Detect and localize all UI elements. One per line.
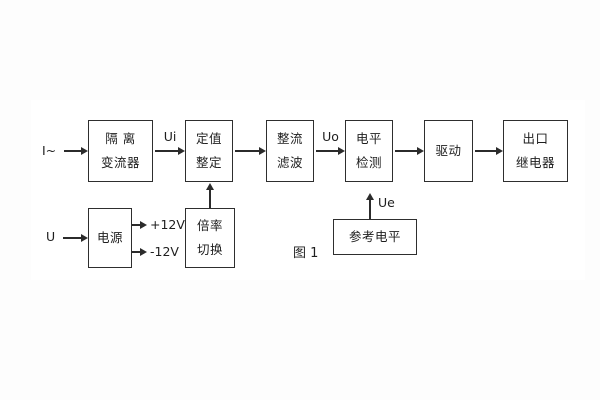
arrow-voltage-to-power [63, 234, 88, 242]
block-label: 整定 [195, 154, 222, 170]
block-reference-level: 参考电平 [333, 219, 417, 255]
block-rectify-filter: 整流 滤波 [266, 120, 314, 182]
figure-caption: 图 1 [293, 246, 319, 261]
input-current-label: I~ [42, 143, 57, 158]
arrow-power-to-plus12v [132, 221, 147, 229]
block-label: 出口 [522, 130, 549, 146]
input-voltage-label: U [46, 229, 56, 244]
block-isolation-transformer: 隔 离 变流器 [88, 120, 153, 182]
block-ratio-switch: 倍率 切换 [185, 208, 235, 268]
block-value-setting: 定值 整定 [185, 120, 233, 182]
block-label: 参考电平 [348, 228, 401, 244]
block-label: 定值 [195, 130, 222, 146]
arrow-reference-ue-up [366, 193, 374, 219]
block-label: 倍率 [196, 218, 223, 233]
block-label: 电平 [355, 130, 382, 146]
signal-ue-label: Ue [378, 195, 395, 210]
arrow-current-to-isolation [64, 147, 88, 155]
block-label: 检测 [355, 154, 382, 170]
block-output-relay: 出口 继电器 [503, 120, 568, 182]
block-label: 切换 [196, 241, 223, 257]
block-power-supply: 电源 [88, 208, 132, 268]
arrow-ratio-to-setting [206, 183, 214, 208]
arrow-isolation-to-setting [155, 147, 185, 155]
arrow-setting-to-rectify [235, 147, 266, 155]
arrow-level-to-drive [395, 147, 424, 155]
block-drive: 驱动 [424, 120, 473, 182]
block-label: 继电器 [515, 154, 555, 170]
block-level-detection: 电平 检测 [345, 120, 393, 182]
arrow-drive-to-relay [475, 147, 503, 155]
signal-uo-label: Uo [322, 129, 339, 144]
block-label: 电源 [96, 229, 123, 245]
rail-minus12v-label: -12V [150, 244, 179, 259]
block-label: 整流 [276, 130, 303, 146]
block-label: 变流器 [100, 154, 140, 170]
block-label: 滤波 [276, 154, 303, 170]
block-label: 驱动 [435, 142, 462, 158]
arrow-power-to-minus12v [132, 248, 147, 256]
arrow-rectify-to-level [316, 147, 345, 155]
rail-plus12v-label: +12V [150, 217, 185, 232]
signal-ui-label: Ui [163, 129, 177, 144]
block-label: 隔 离 [105, 130, 136, 146]
